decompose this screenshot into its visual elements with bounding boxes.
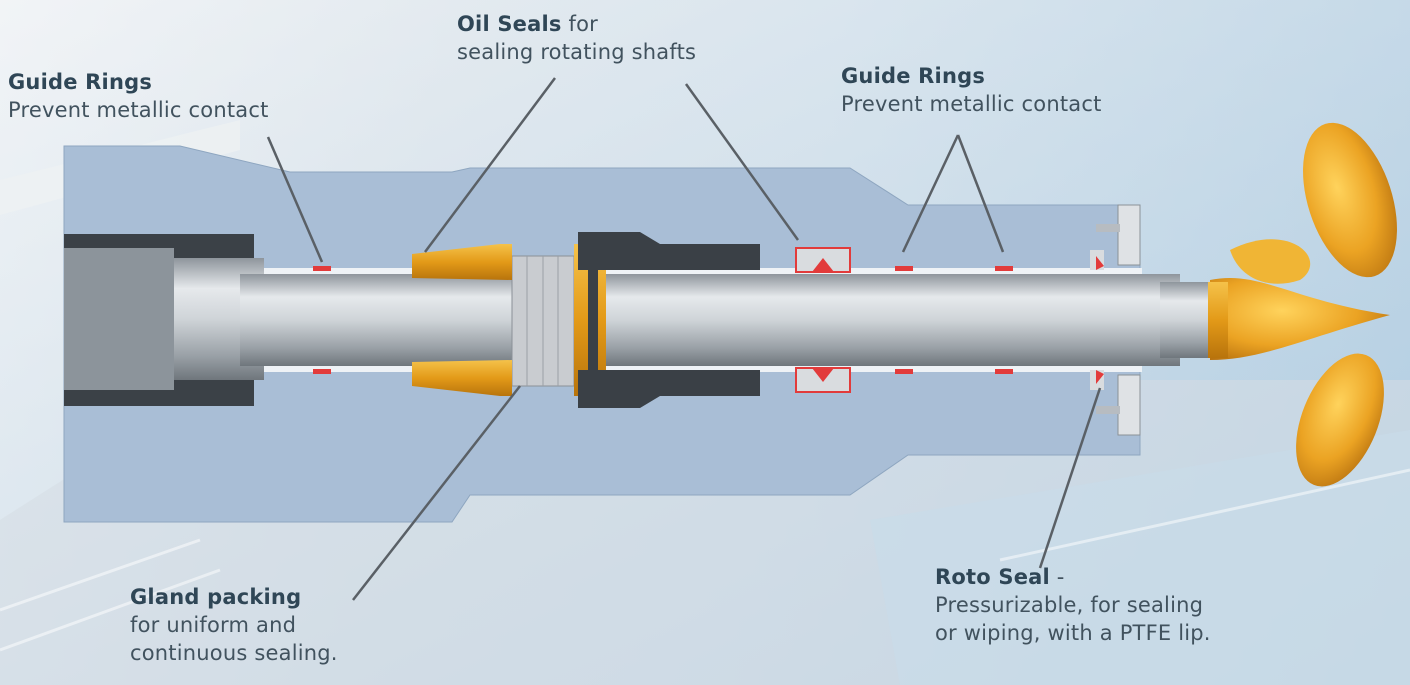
propeller xyxy=(1208,122,1397,487)
leader-guide-left xyxy=(266,136,324,263)
propeller-shaft xyxy=(240,274,1180,366)
roto-seal xyxy=(1090,250,1104,390)
gland-packing-title: Gland packing xyxy=(130,585,302,609)
leader-guide-right-a xyxy=(901,134,960,253)
leader-oil-right xyxy=(684,83,800,241)
leader-lines xyxy=(266,77,1102,601)
guide-rings-right-title: Guide Rings xyxy=(841,64,986,88)
roto-seal-suffix: - xyxy=(1049,565,1065,589)
gland-packing-annotation: Gland packing for uniform and continuous… xyxy=(130,583,338,667)
oil-seals-desc: sealing rotating shafts xyxy=(457,40,697,64)
gland-follower xyxy=(412,240,606,400)
guide-rings-left-desc: Prevent metallic contact xyxy=(8,98,269,122)
roto-seal-desc-1: Pressurizable, for sealing xyxy=(935,593,1204,617)
roto-seal-annotation: Roto Seal - Pressurizable, for sealing o… xyxy=(935,563,1211,647)
end-cap xyxy=(1096,204,1141,436)
guide-ring-marks xyxy=(313,266,1013,374)
oil-seals-title: Oil Seals xyxy=(457,12,562,36)
gland-packing xyxy=(511,255,575,387)
leader-guide-right-b xyxy=(956,134,1005,253)
guide-rings-left-annotation: Guide Rings Prevent metallic contact xyxy=(8,68,269,124)
leader-roto xyxy=(1038,387,1102,569)
guide-rings-right-desc: Prevent metallic contact xyxy=(841,92,1102,116)
gland-packing-desc-1: for uniform and xyxy=(130,613,297,637)
gland-packing-desc-2: continuous sealing. xyxy=(130,641,338,665)
stuffing-box xyxy=(578,232,760,408)
oil-seal xyxy=(795,247,851,393)
oil-seals-suffix: for xyxy=(561,12,598,36)
leader-gland xyxy=(352,385,521,601)
roto-seal-title: Roto Seal xyxy=(935,565,1050,589)
guide-rings-right-annotation: Guide Rings Prevent metallic contact xyxy=(841,62,1102,118)
guide-rings-left-title: Guide Rings xyxy=(8,70,153,94)
roto-seal-desc-2: or wiping, with a PTFE lip. xyxy=(935,621,1211,645)
leader-oil-left xyxy=(423,77,557,253)
left-flange xyxy=(64,234,264,406)
oil-seals-annotation: Oil Seals for sealing rotating shafts xyxy=(457,10,696,66)
